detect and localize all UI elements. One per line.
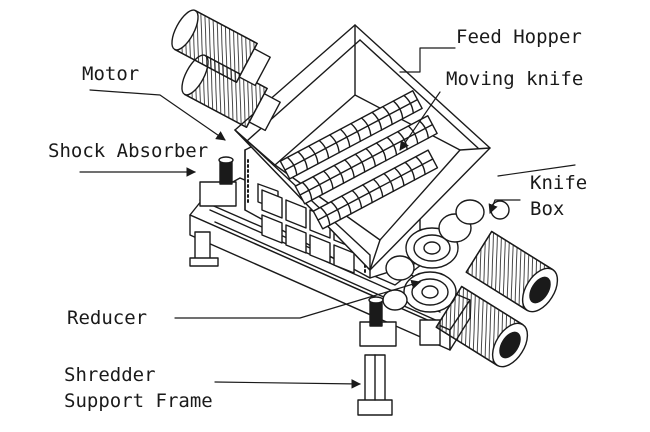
label-support-frame-line1: Shredder xyxy=(64,364,156,386)
leader-feed-hopper xyxy=(399,47,456,73)
label-knife-box-line1: Knife xyxy=(530,172,588,194)
leader-reducer xyxy=(174,279,421,319)
moving-knives xyxy=(279,90,439,230)
label-feed-hopper: Feed Hopper xyxy=(456,26,582,48)
label-support-frame-line2: Support Frame xyxy=(64,390,213,412)
leader-knife-box xyxy=(488,199,521,214)
leader-motor xyxy=(89,89,226,141)
leader-lines xyxy=(79,47,576,389)
label-shock-absorber: Shock Absorber xyxy=(48,140,209,162)
label-knife-box-line2: Box xyxy=(530,198,565,220)
reducers-right xyxy=(382,199,510,313)
motors-right xyxy=(435,230,559,368)
shock-absorbers xyxy=(218,156,384,327)
label-moving-knife: Moving knife xyxy=(446,68,584,90)
motors-left xyxy=(171,9,281,132)
label-reducer: Reducer xyxy=(67,307,148,329)
label-motor: Motor xyxy=(82,63,140,85)
leader-support-frame xyxy=(214,379,361,389)
leader-moving-knife xyxy=(399,91,441,151)
